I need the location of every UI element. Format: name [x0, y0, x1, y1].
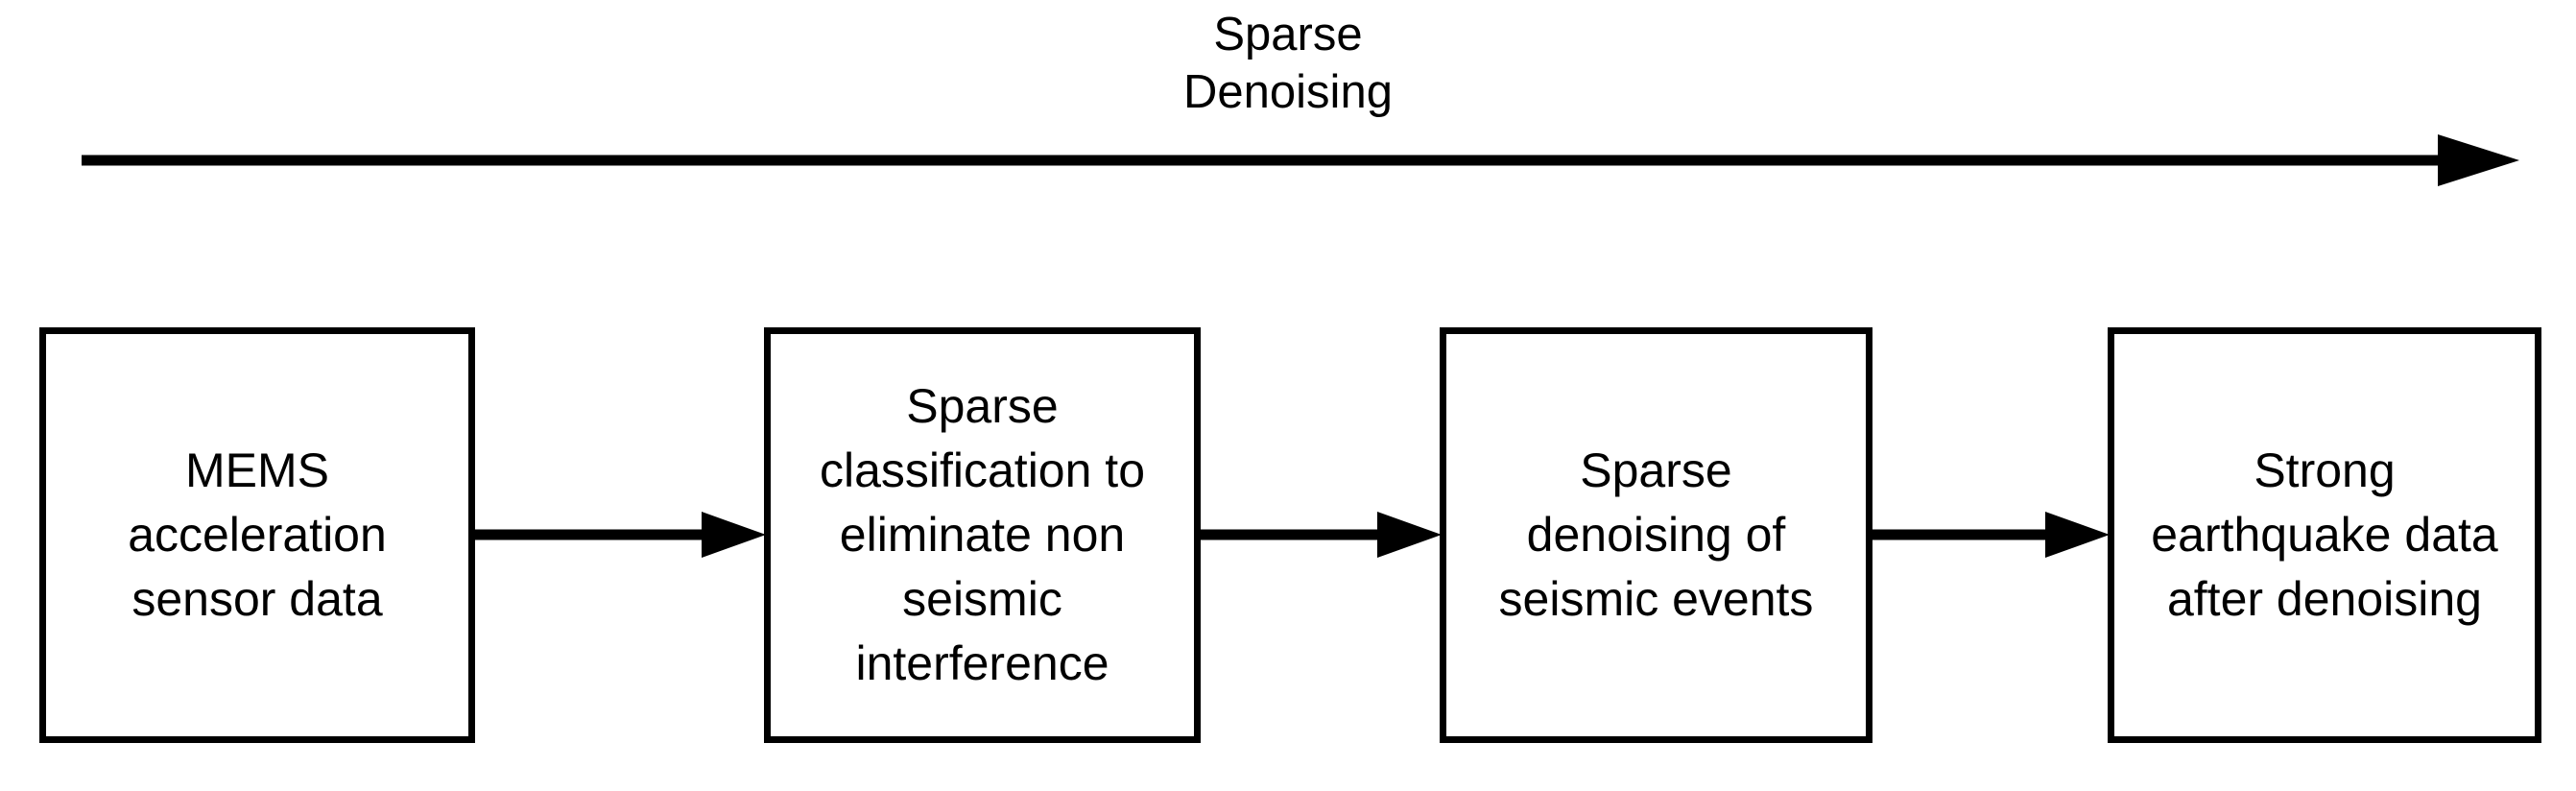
process-box-strong-earthquake-data[interactable]: Strong earthquake data after denoising	[2108, 327, 2541, 743]
process-box-label: Strong earthquake data after denoising	[2151, 443, 2498, 626]
process-box-label: Sparse denoising of seismic events	[1498, 443, 1814, 626]
process-box-sparse-denoising[interactable]: Sparse denoising of seismic events	[1440, 327, 1872, 743]
process-box-label: Sparse classification to eliminate non s…	[819, 379, 1146, 690]
process-box-mems-acceleration-sensor-data[interactable]: MEMS acceleration sensor data	[39, 327, 475, 743]
connector-arrow-step3-step4	[1871, 506, 2110, 563]
connector-arrow-step2-step3	[1199, 506, 1442, 563]
sparse-denoising-direction-arrow	[82, 132, 2519, 188]
connector-arrow-step1-step2	[473, 506, 766, 563]
diagram-title: Sparse Denoising	[1183, 9, 1393, 118]
process-box-label: MEMS acceleration sensor data	[128, 443, 387, 626]
process-box-sparse-classification[interactable]: Sparse classification to eliminate non s…	[764, 327, 1201, 743]
